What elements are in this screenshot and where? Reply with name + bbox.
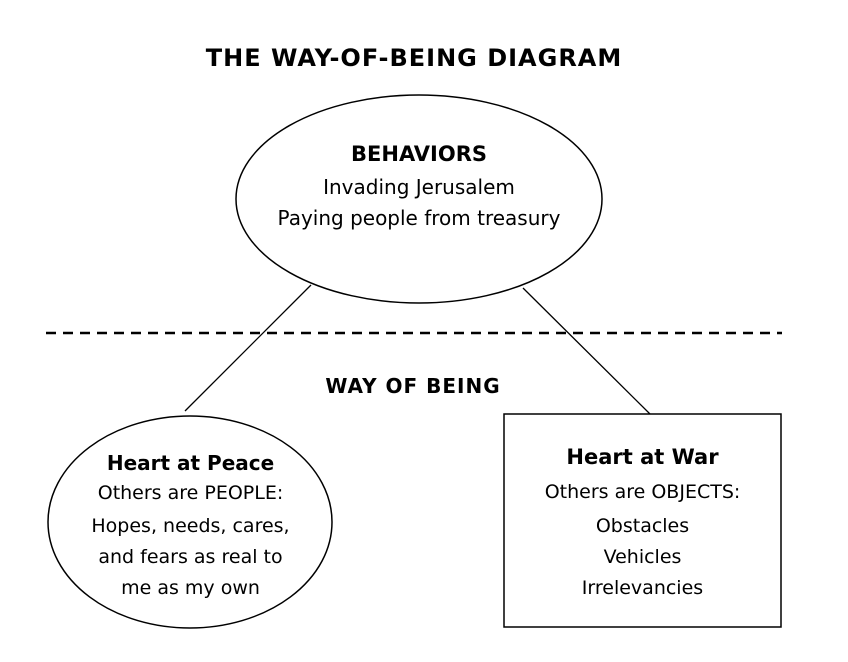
way-of-being-label: WAY OF BEING [325,374,501,398]
heart-at-peace-line: and fears as real to [98,546,283,568]
behaviors-ellipse [235,94,603,304]
heart-at-peace-line: Hopes, needs, cares, [91,515,290,537]
behaviors-item: Invading Jerusalem [323,175,515,199]
heart-at-peace-heading: Heart at Peace [106,451,275,475]
heart-at-war-item: Obstacles [595,515,690,537]
heart-at-war-heading: Heart at War [566,445,719,469]
connector-right [522,287,651,415]
heart-at-war-subheading: Others are OBJECTS: [544,481,741,503]
heart-at-peace-ellipse [47,415,333,629]
heart-at-peace-subheading: Others are PEOPLE: [97,482,284,504]
heart-at-war-item: Irrelevancies [581,577,704,599]
behaviors-item: Paying people from treasury [277,206,561,230]
behaviors-heading: BEHAVIORS [351,142,487,166]
heart-at-war-box [503,413,782,628]
heart-at-war-item: Vehicles [603,546,682,568]
diagram-title: THE WAY-OF-BEING DIAGRAM [205,44,623,72]
heart-at-peace-line: me as my own [121,577,260,599]
connector-left [184,284,312,412]
